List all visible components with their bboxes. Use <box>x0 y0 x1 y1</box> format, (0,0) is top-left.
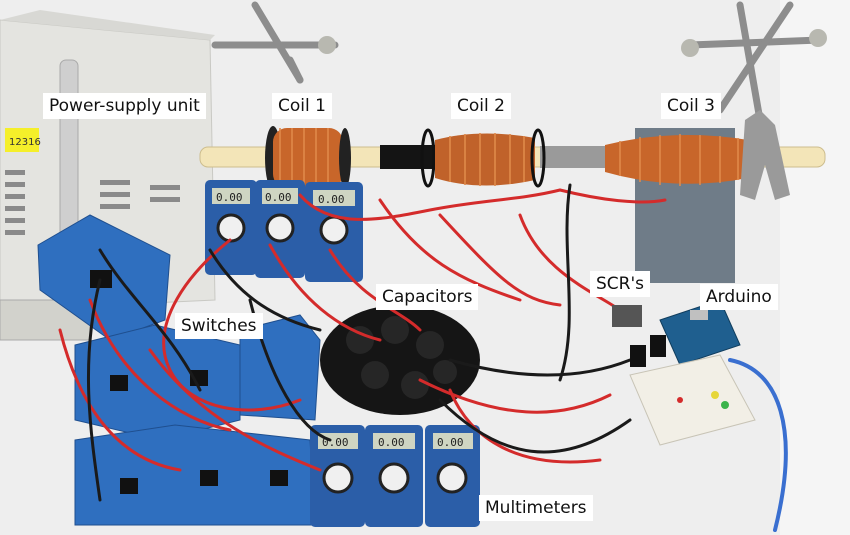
meter-readout: 0.00 <box>378 436 405 449</box>
wires <box>58 183 788 532</box>
stand-knob <box>809 29 827 47</box>
label-multimeters: Multimeters <box>479 495 593 522</box>
scr-cluster <box>612 305 666 367</box>
coil-3 <box>605 134 748 186</box>
arduino-setup <box>629 299 756 446</box>
psu-sticker <box>5 128 39 152</box>
label-coil-3: Coil 3 <box>661 93 721 120</box>
label-arduino: Arduino <box>700 284 778 311</box>
label-coil-2: Coil 2 <box>451 93 511 120</box>
tube-tape <box>540 146 610 168</box>
coil-2 <box>420 128 546 188</box>
meter-readout: 0.00 <box>216 191 243 204</box>
coil-1 <box>265 126 351 190</box>
label-capacitors: Capacitors <box>376 284 479 311</box>
label-scrs: SCR's <box>590 271 651 298</box>
label-coil-1: Coil 1 <box>272 93 332 120</box>
label-switches: Switches <box>175 313 263 340</box>
capacitor-cluster <box>320 305 480 415</box>
retort-stands <box>211 1 824 124</box>
multimeters-bottom <box>310 425 480 527</box>
wall-corner <box>780 0 850 535</box>
label-power-supply-unit: Power-supply unit <box>43 93 206 120</box>
stand-knob <box>318 36 336 54</box>
psu-sticker-text: 12316 <box>9 137 41 148</box>
meter-readout: 0.00 <box>437 436 464 449</box>
switch-boxes <box>37 214 321 526</box>
meter-readout: 0.00 <box>265 191 292 204</box>
stand-clamp <box>740 110 790 200</box>
stand-knob <box>681 39 699 57</box>
tube-black-section <box>380 145 440 169</box>
meter-readout: 0.00 <box>318 193 345 206</box>
